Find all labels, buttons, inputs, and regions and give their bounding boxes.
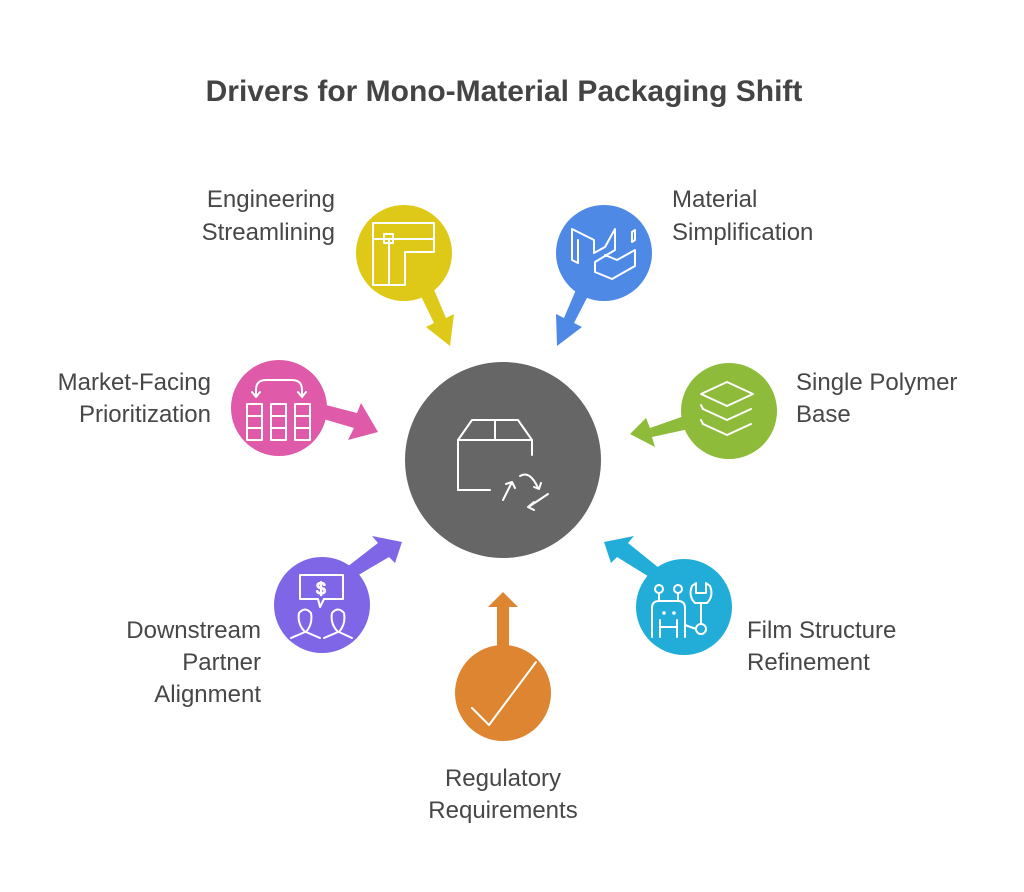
diagram-title: Drivers for Mono-Material Packaging Shif… (206, 75, 803, 108)
node-film-structure-refinement (636, 559, 732, 655)
arrow-regulatory (488, 592, 518, 650)
robot-wrench-icon (651, 582, 713, 638)
node-regulatory-requirements (455, 645, 551, 741)
arrows (320, 285, 689, 650)
arrow-downstream (347, 536, 402, 577)
node-downstream-partner-alignment: $ (274, 557, 370, 653)
arrow-engineering (418, 285, 454, 346)
center-node (405, 362, 601, 558)
node-market-facing-prioritization (231, 360, 327, 456)
svg-text:$: $ (316, 579, 326, 598)
package-recycle-icon (457, 419, 549, 511)
node-single-polymer-base (681, 363, 777, 459)
arrow-material (556, 285, 590, 346)
arrow-film (604, 536, 659, 578)
node-engineering-streamlining (356, 205, 452, 301)
checkmark-icon (471, 661, 537, 726)
node-material-simplification (556, 205, 652, 301)
layers-icon (700, 381, 754, 436)
people-money-icon: $ (290, 574, 353, 639)
arrow-market (320, 403, 378, 440)
floorplan-icon (372, 222, 435, 286)
arrow-polymer (630, 415, 689, 447)
material-blocks-icon (571, 228, 636, 280)
columns-swap-icon (246, 379, 311, 441)
